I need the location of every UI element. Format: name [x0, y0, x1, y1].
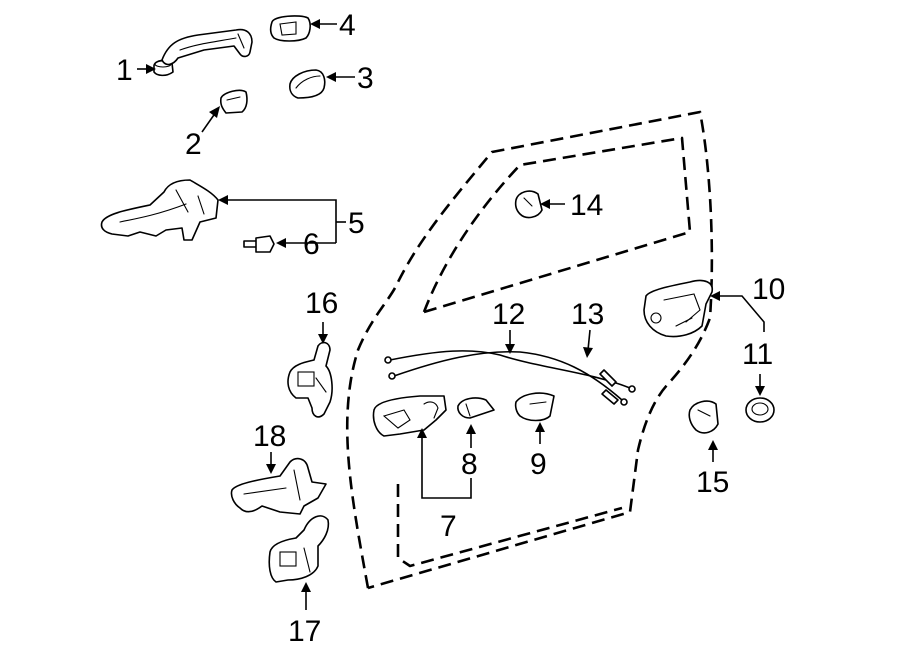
callout-numbers: 1 2 3 4 5 6 7 8 9 10 11 12 13 14 15 16 1… — [116, 9, 785, 648]
callout-10: 10 — [752, 273, 785, 306]
callout-6: 6 — [303, 228, 320, 261]
part-12-cable — [389, 350, 631, 389]
part-7-inside-handle — [372, 395, 447, 437]
part-6-bolt — [243, 235, 275, 253]
part-9-handle-cover — [514, 392, 555, 422]
callout-3: 3 — [357, 62, 374, 95]
callout-18: 18 — [253, 420, 286, 453]
callout-8: 8 — [461, 448, 478, 481]
part-5-handle-frame — [100, 179, 219, 241]
part-14-clip — [514, 190, 543, 219]
callout-12: 12 — [492, 298, 525, 331]
part-3-cover — [289, 69, 326, 99]
outside-handle — [161, 28, 253, 66]
part-4-cylinder-cover — [269, 15, 311, 42]
part-13-cable — [393, 350, 623, 401]
part-17-lower-hinge — [268, 515, 330, 583]
callout-9: 9 — [530, 448, 547, 481]
door-outer-edge — [345, 110, 714, 590]
callout-11: 11 — [742, 338, 773, 371]
part-10-lock-assembly — [643, 279, 714, 338]
part-11-grommet — [745, 397, 775, 423]
callout-7: 7 — [440, 510, 457, 543]
door-inner-edge — [396, 484, 623, 568]
part-16-upper-hinge — [287, 341, 333, 418]
callout-4: 4 — [339, 9, 356, 42]
callout-2: 2 — [185, 128, 202, 161]
callout-15: 15 — [696, 466, 729, 499]
callout-14: 14 — [570, 189, 603, 222]
callout-13: 13 — [571, 298, 604, 331]
callout-5: 5 — [348, 207, 365, 240]
part-2-escutcheon — [219, 89, 248, 114]
callout-17: 17 — [288, 615, 321, 648]
leader-lines — [137, 19, 765, 610]
door-window-frame — [422, 136, 692, 314]
part-8-bezel — [457, 397, 495, 419]
part-18-door-check — [230, 457, 327, 515]
cables — [384, 350, 636, 406]
callout-16: 16 — [305, 287, 338, 320]
part-15-striker — [688, 400, 719, 434]
callout-1: 1 — [116, 54, 133, 87]
door-outline — [345, 110, 714, 590]
